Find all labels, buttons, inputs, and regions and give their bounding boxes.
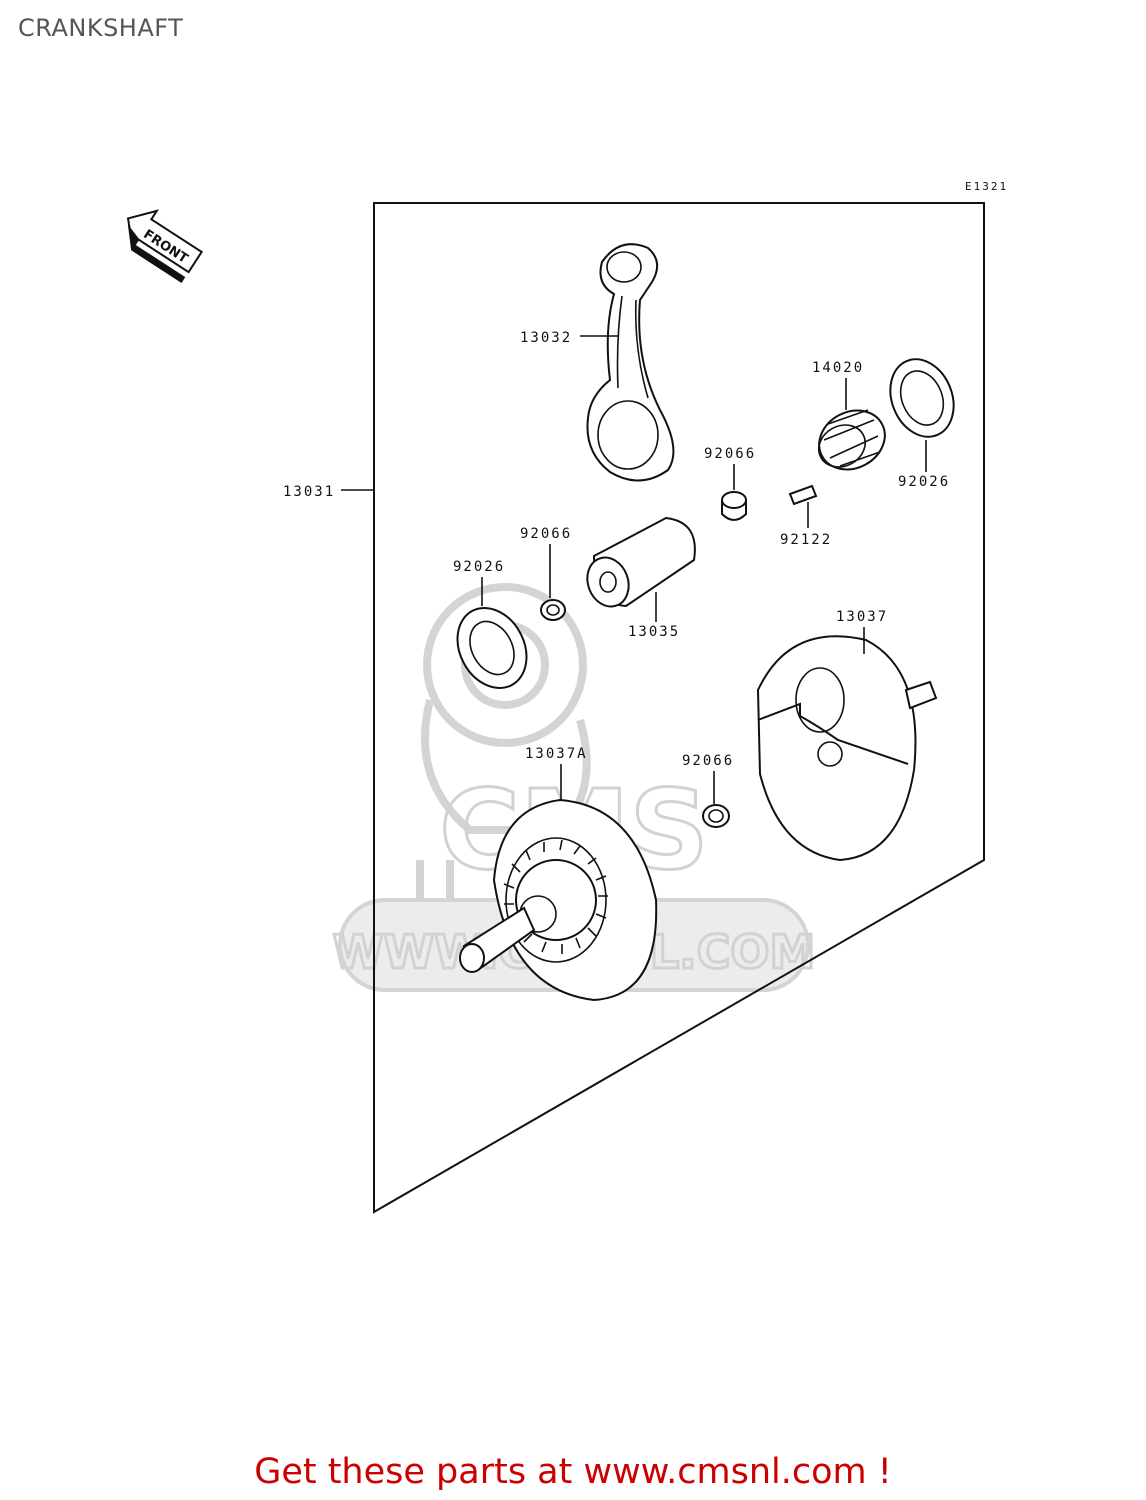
part-label-13035[interactable]: 13035 bbox=[628, 624, 680, 640]
needle-bearing[interactable] bbox=[809, 399, 895, 480]
footer-link[interactable]: Get these parts at www.cmsnl.com ! bbox=[254, 1452, 892, 1492]
dowel-pin[interactable] bbox=[788, 484, 818, 506]
part-label-92066-mid[interactable]: 92066 bbox=[520, 526, 572, 542]
connecting-rod[interactable] bbox=[586, 243, 675, 482]
reference-code: E1321 bbox=[965, 180, 1008, 193]
part-label-13037[interactable]: 13037 bbox=[836, 609, 888, 625]
crank-pin[interactable] bbox=[581, 516, 696, 612]
bushing-mid[interactable] bbox=[540, 599, 566, 621]
part-label-92122[interactable]: 92122 bbox=[780, 532, 832, 548]
flywheel-left-with-gear[interactable] bbox=[459, 798, 658, 1002]
bushing-low[interactable] bbox=[702, 804, 730, 828]
part-label-13037a[interactable]: 13037A bbox=[525, 746, 588, 762]
front-arrow-icon: FRONT bbox=[126, 209, 204, 283]
flywheel-right[interactable] bbox=[756, 635, 938, 862]
part-label-13031[interactable]: 13031 bbox=[283, 484, 335, 500]
part-label-92026-right[interactable]: 92026 bbox=[898, 474, 950, 490]
assembly-outline bbox=[373, 202, 985, 1214]
thrust-washer-left[interactable] bbox=[444, 596, 540, 700]
part-label-13032[interactable]: 13032 bbox=[520, 330, 572, 346]
part-label-92066-top[interactable]: 92066 bbox=[704, 446, 756, 462]
bushing-top[interactable] bbox=[721, 491, 747, 521]
page-title: CRANKSHAFT bbox=[18, 14, 184, 42]
part-label-92026-left[interactable]: 92026 bbox=[453, 559, 505, 575]
part-label-92066-low[interactable]: 92066 bbox=[682, 753, 734, 769]
thrust-washer-right[interactable] bbox=[879, 350, 965, 447]
part-label-14020[interactable]: 14020 bbox=[812, 360, 864, 376]
